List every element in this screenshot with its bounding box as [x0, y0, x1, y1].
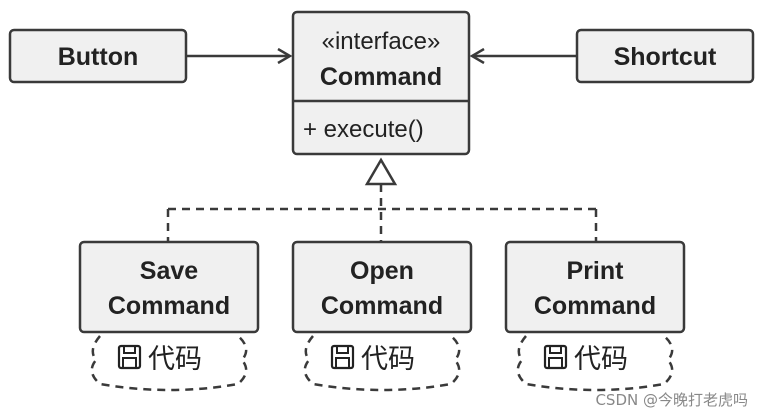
open-code-note: 代码 [303, 335, 461, 392]
print-command-box: Print Command [504, 240, 686, 334]
floppy-disk-icon [330, 344, 355, 370]
button-class-label: Button [58, 43, 139, 71]
save-command-line2: Command [108, 292, 230, 320]
print-code-note: 代码 [516, 335, 674, 392]
print-command-line1: Print [567, 257, 625, 285]
open-command-line2: Command [321, 292, 443, 320]
open-code-text: 代码 [361, 344, 415, 375]
realization-connectors [166, 157, 598, 242]
interface-name: Command [320, 63, 442, 91]
realization-triangle-icon [364, 157, 398, 186]
button-class-box: Button [8, 28, 188, 84]
save-command-box: Save Command [78, 240, 260, 334]
shortcut-class-label: Shortcut [614, 43, 717, 71]
shortcut-class-box: Shortcut [575, 28, 755, 84]
open-command-line1: Open [350, 257, 414, 285]
watermark: CSDN @今晚打老虎吗 [595, 391, 748, 409]
print-code-text: 代码 [574, 344, 628, 375]
save-code-note: 代码 [90, 335, 248, 392]
floppy-disk-icon [117, 344, 142, 370]
open-command-box: Open Command [291, 240, 473, 334]
print-command-line2: Command [534, 292, 656, 320]
interface-stereotype: «interface» [322, 28, 441, 55]
interface-method: + execute() [303, 116, 424, 143]
save-command-line1: Save [140, 257, 198, 285]
save-code-text: 代码 [148, 344, 202, 375]
command-interface-box: «interface» Command + execute() [291, 10, 471, 156]
floppy-disk-icon [543, 344, 568, 370]
